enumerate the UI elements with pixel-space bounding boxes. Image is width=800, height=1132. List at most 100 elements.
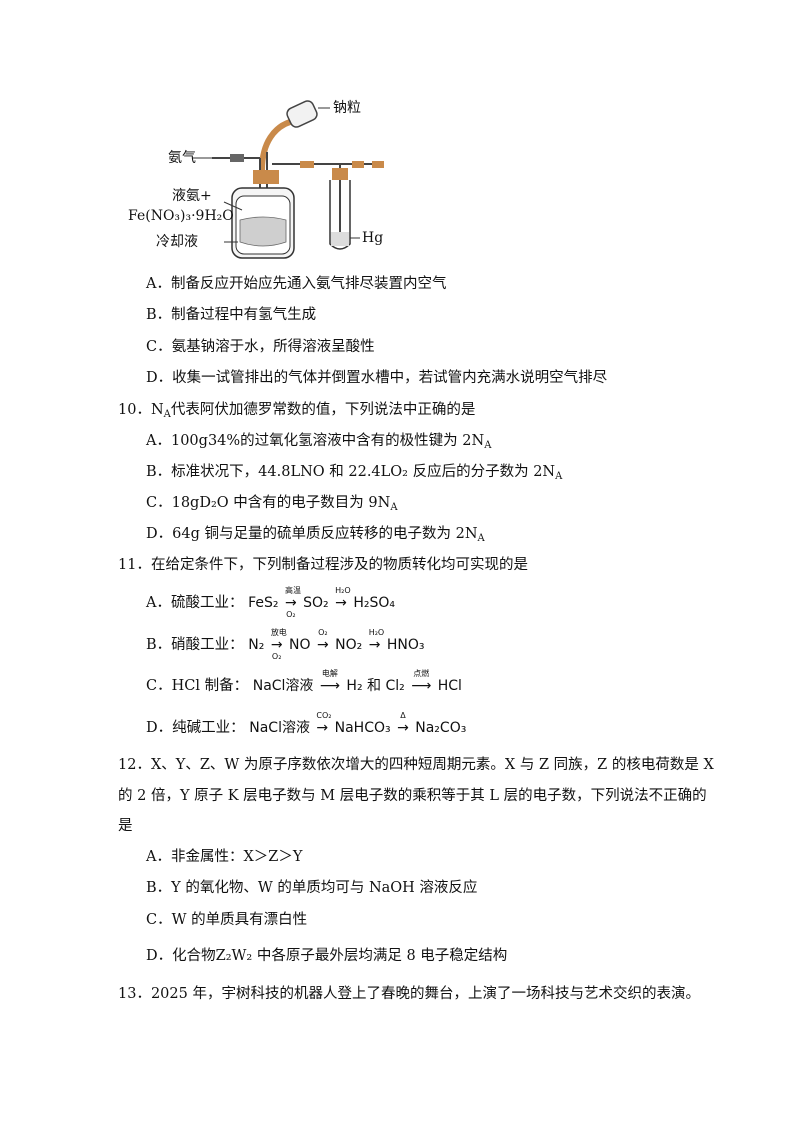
condition: 点燃 (413, 669, 430, 678)
stem-text: N (150, 402, 164, 418)
stem-text: 2025 年，宇树科技的机器人登上了春晚的舞台，上演了一场科技与艺术交织的表演。 (150, 986, 700, 1002)
q9-option-a: A．制备反应开始应先通入氨气排尽装置内空气 (146, 274, 446, 294)
option-key: A． (146, 849, 171, 865)
q12-stem-line2: 的 2 倍，Y 原子 K 层电子数与 M 层电子数的乘积等于其 L 层的电子数，… (118, 788, 707, 804)
question-number: 12． (118, 757, 151, 773)
option-text: 制备反应开始应先通入氨气排尽装置内空气 (170, 276, 447, 292)
q12-option-c: C．W 的单质具有漂白性 (146, 910, 307, 930)
label-coolant: 冷却液 (156, 234, 198, 250)
q11-option-d: D．纯碱工业： NaCl溶液 CO₂→ NaHCO₃ Δ→ Na₂CO₃ (146, 711, 467, 738)
option-key: B． (146, 464, 172, 480)
option-key: B． (146, 637, 172, 653)
q12-option-b: B．Y 的氧化物、W 的单质均可与 NaOH 溶液反应 (146, 878, 477, 898)
equation: NaCl溶液 电解⟶ H₂ 和 Cl₂ 点燃⟶ HCl (252, 669, 462, 696)
formula: NaCl溶液 (249, 720, 310, 736)
q11-option-b: B．硝酸工业： N₂ 放电→O₂ NO O₂→ NO₂ H₂O→ HNO₃ (146, 628, 425, 661)
arrow: Δ→ (397, 711, 409, 738)
option-text: 18gD₂O 中含有的电子数目为 9N (171, 495, 391, 511)
q11-stem: 11．在给定条件下，下列制备过程涉及的物质转化均可实现的是 (118, 555, 528, 575)
label-liquid-ammonia: 液氨+ (172, 188, 212, 204)
equation: NaCl溶液 CO₂→ NaHCO₃ Δ→ Na₂CO₃ (249, 711, 467, 738)
option-key: A． (146, 276, 171, 292)
label-ammonia: 氨气 (168, 150, 196, 166)
option-text: 制备过程中有氢气生成 (171, 307, 317, 323)
option-key: B． (146, 307, 172, 323)
arrow: 高温→O₂ (285, 586, 301, 619)
formula: NaHCO₃ (334, 720, 391, 736)
formula: N₂ (248, 637, 265, 653)
q9-option-b: B．制备过程中有氢气生成 (146, 305, 316, 325)
option-text: 氨基钠溶于水，所得溶液呈酸性 (171, 339, 375, 355)
option-text: 非金属性：X＞Z＞Y (170, 849, 303, 865)
condition: 高温 (284, 586, 301, 595)
formula: H₂SO₄ (353, 595, 395, 611)
connector-text: 和 (367, 678, 382, 694)
formula: NO (289, 637, 311, 653)
subscript: A (477, 533, 485, 544)
option-key: A． (146, 595, 171, 611)
option-key: A． (146, 433, 171, 449)
q10-option-b: B．标准状况下，44.8LNO 和 22.4LO₂ 反应后的分子数为 2NA (146, 462, 562, 487)
option-text: 收集一试管排出的气体并倒置水槽中，若试管内充满水说明空气排尽 (172, 370, 608, 386)
question-number: 10． (118, 402, 151, 418)
option-label: 纯碱工业： (172, 720, 245, 736)
subscript: A (555, 471, 563, 482)
q12-option-a: A．非金属性：X＞Z＞Y (146, 847, 302, 867)
option-label: 硫酸工业： (170, 595, 244, 611)
stem-text: X、Y、Z、W 为原子序数依次增大的四种短周期元素。X 与 Z 同族，Z 的核电… (150, 757, 714, 773)
label-sodium: 钠粒 (333, 100, 361, 116)
condition: H₂O (335, 586, 351, 595)
formula: NO₂ (335, 637, 363, 653)
q12-stem-line1: 12．X、Y、Z、W 为原子序数依次增大的四种短周期元素。X 与 Z 同族，Z … (118, 755, 714, 775)
label-ferric-nitrate: Fe(NO₃)₃·9H₂O (128, 208, 234, 224)
option-text: 化合物Z₂W₂ 中各原子最外层均满足 8 电子稳定结构 (172, 948, 508, 964)
condition: 放电 (270, 628, 287, 637)
option-text: W 的单质具有漂白性 (171, 912, 308, 928)
arrow: H₂O→ (369, 628, 385, 655)
apparatus-drawing (192, 100, 384, 259)
option-text: Y 的氧化物、W 的单质均可与 NaOH 溶液反应 (171, 880, 478, 896)
formula: H₂ (346, 678, 363, 694)
q10-option-c: C．18gD₂O 中含有的电子数目为 9NA (146, 493, 398, 518)
formula: NaCl溶液 (252, 678, 314, 694)
q11-option-c: C．HCl 制备： NaCl溶液 电解⟶ H₂ 和 Cl₂ 点燃⟶ HCl (146, 669, 462, 696)
arrow: 电解⟶ (320, 669, 340, 696)
formula: SO₂ (303, 595, 329, 611)
option-key: D． (146, 370, 173, 386)
equation: N₂ 放电→O₂ NO O₂→ NO₂ H₂O→ HNO₃ (248, 628, 425, 661)
option-label: 硝酸工业： (171, 637, 244, 653)
q13-stem: 13．2025 年，宇树科技的机器人登上了春晚的舞台，上演了一场科技与艺术交织的… (118, 984, 700, 1004)
arrow: 点燃⟶ (411, 669, 431, 696)
q10-stem: 10．NA代表阿伏加德罗常数的值，下列说法中正确的是 (118, 400, 475, 425)
q12-option-d: D．化合物Z₂W₂ 中各原子最外层均满足 8 电子稳定结构 (146, 946, 507, 966)
option-key: C． (146, 339, 172, 355)
q11-option-a: A．硫酸工业： FeS₂ 高温→O₂ SO₂ H₂O→ H₂SO₄ (146, 586, 395, 619)
formula: FeS₂ (248, 595, 279, 611)
option-key: C． (146, 495, 172, 511)
arrow: 放电→O₂ (271, 628, 287, 661)
option-text: 100g34%的过氧化氢溶液中含有的极性键为 2N (170, 433, 485, 449)
subscript: A (390, 502, 398, 513)
formula: HNO₃ (386, 637, 425, 653)
formula: Cl₂ (385, 678, 405, 694)
option-key: D． (146, 720, 173, 736)
condition: H₂O (368, 628, 385, 637)
equation: FeS₂ 高温→O₂ SO₂ H₂O→ H₂SO₄ (248, 586, 395, 619)
option-label: HCl 制备： (171, 678, 249, 694)
option-key: C． (146, 912, 172, 928)
question-number: 11． (118, 557, 151, 573)
condition: Δ (400, 711, 406, 720)
option-key: C． (146, 678, 172, 694)
condition: O₂ (271, 652, 282, 661)
q10-option-d: D．64g 铜与足量的硫单质反应转移的电子数为 2NA (146, 524, 485, 549)
q10-option-a: A．100g34%的过氧化氢溶液中含有的极性键为 2NA (146, 431, 491, 456)
formula: Na₂CO₃ (415, 720, 467, 736)
subscript: A (163, 409, 171, 420)
arrow: H₂O→ (335, 586, 351, 613)
condition: O₂ (286, 610, 296, 619)
arrow: CO₂→ (316, 711, 331, 738)
q9-option-c: C．氨基钠溶于水，所得溶液呈酸性 (146, 337, 375, 357)
question-number: 13． (118, 986, 151, 1002)
condition: 电解 (321, 669, 338, 678)
condition: CO₂ (316, 711, 332, 720)
